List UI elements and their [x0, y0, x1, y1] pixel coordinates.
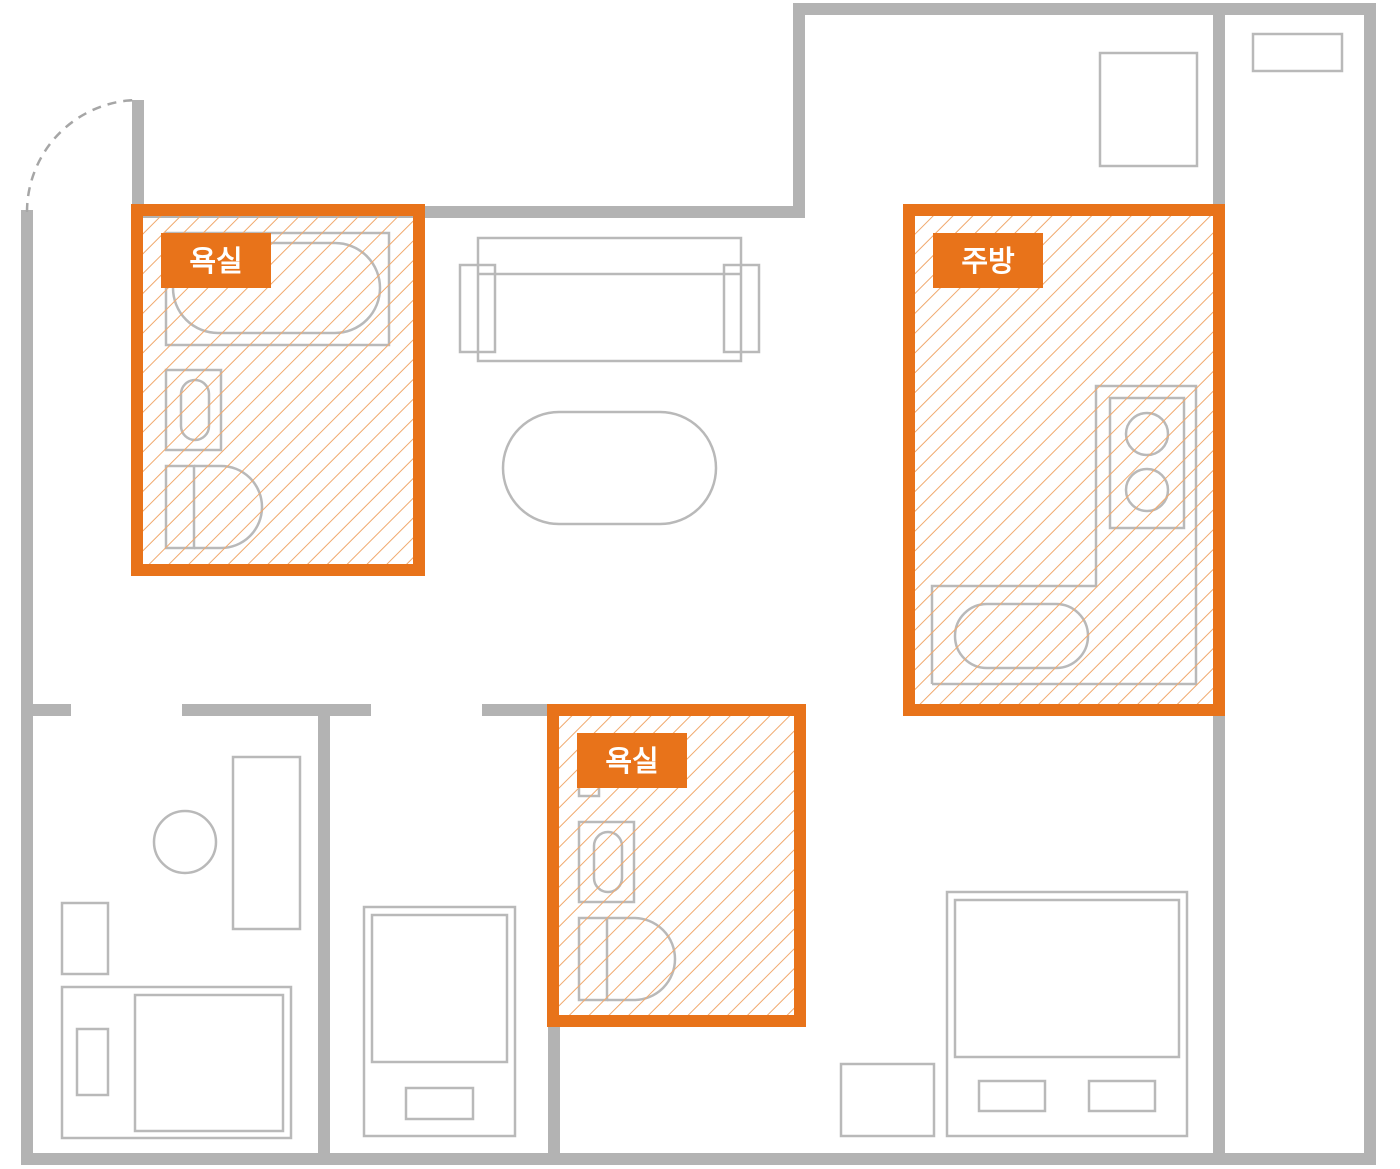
zone-bathroom-1[interactable]: 욕실: [131, 204, 425, 576]
zone-kitchen-label-bg: [933, 233, 1043, 288]
lower-center-room-furniture: [362, 905, 517, 1138]
zone-kitchen-border: [903, 204, 1225, 716]
zone-bathroom-2-label: 욕실: [605, 744, 658, 778]
entrance-door-swing: [25, 98, 139, 213]
shelf: [1251, 32, 1344, 73]
zone-bathroom-1-border: [131, 204, 425, 576]
zone-bathroom-2-border: [547, 704, 806, 1027]
storage-box: [1098, 51, 1199, 168]
lower-left-room-furniture: [60, 755, 302, 1140]
lower-right-room-furniture: [839, 890, 1189, 1138]
zone-kitchen[interactable]: 주방: [903, 204, 1225, 716]
zone-bathroom-1-label: 욕실: [189, 244, 242, 278]
zone-bathroom-1-label-bg: [161, 233, 271, 288]
living-table: [501, 410, 718, 526]
zone-kitchen-label: 주방: [961, 244, 1015, 278]
zone-bathroom-2[interactable]: 욕실: [547, 704, 806, 1027]
sofa: [458, 236, 761, 363]
zone-bathroom-2-label-bg: [577, 733, 687, 788]
